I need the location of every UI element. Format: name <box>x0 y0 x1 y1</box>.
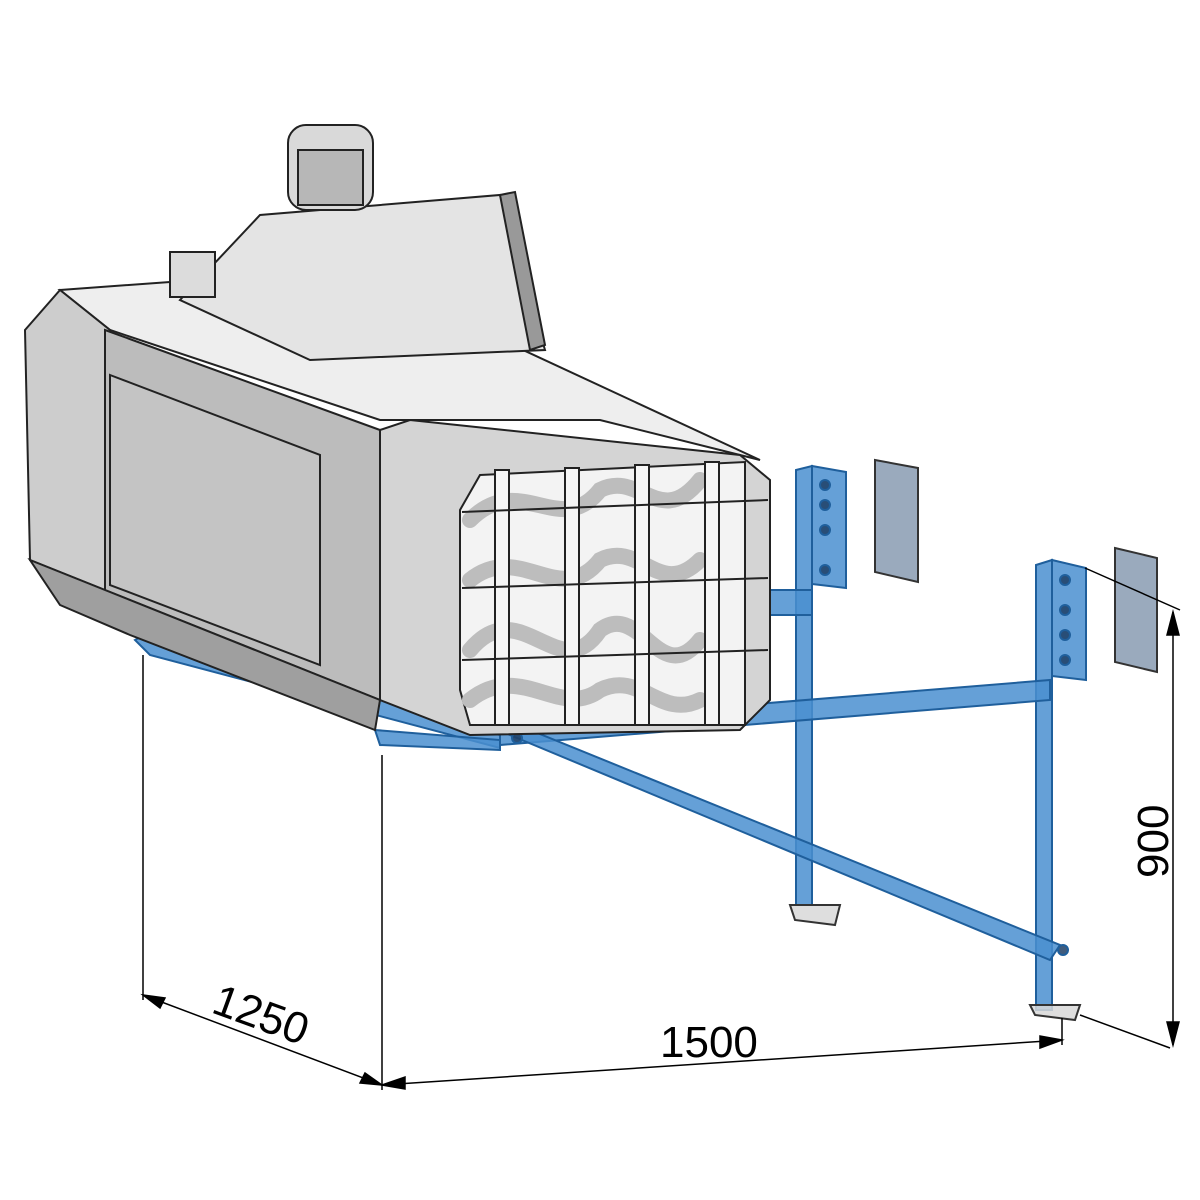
access-door <box>109 373 321 667</box>
wall-plate-rear <box>874 458 919 584</box>
wall-plate-front <box>1114 546 1158 674</box>
dimension-depth-label: 1250 <box>207 975 316 1055</box>
frame-front-bracket <box>1051 558 1087 682</box>
frame-upper-beam <box>769 589 813 616</box>
dimension-height-label: 900 <box>1129 805 1178 878</box>
dimension-width-label: 1500 <box>660 1018 758 1067</box>
body-left-end <box>23 288 112 592</box>
inlet-pipe <box>169 251 216 298</box>
dimension-lines <box>140 567 1181 1090</box>
frame-diagonal-brace <box>507 726 1062 962</box>
body-side-lower <box>27 557 382 732</box>
hopper-side <box>498 190 547 352</box>
frame-front-rail <box>373 728 501 752</box>
exchanger-bars <box>461 461 769 726</box>
